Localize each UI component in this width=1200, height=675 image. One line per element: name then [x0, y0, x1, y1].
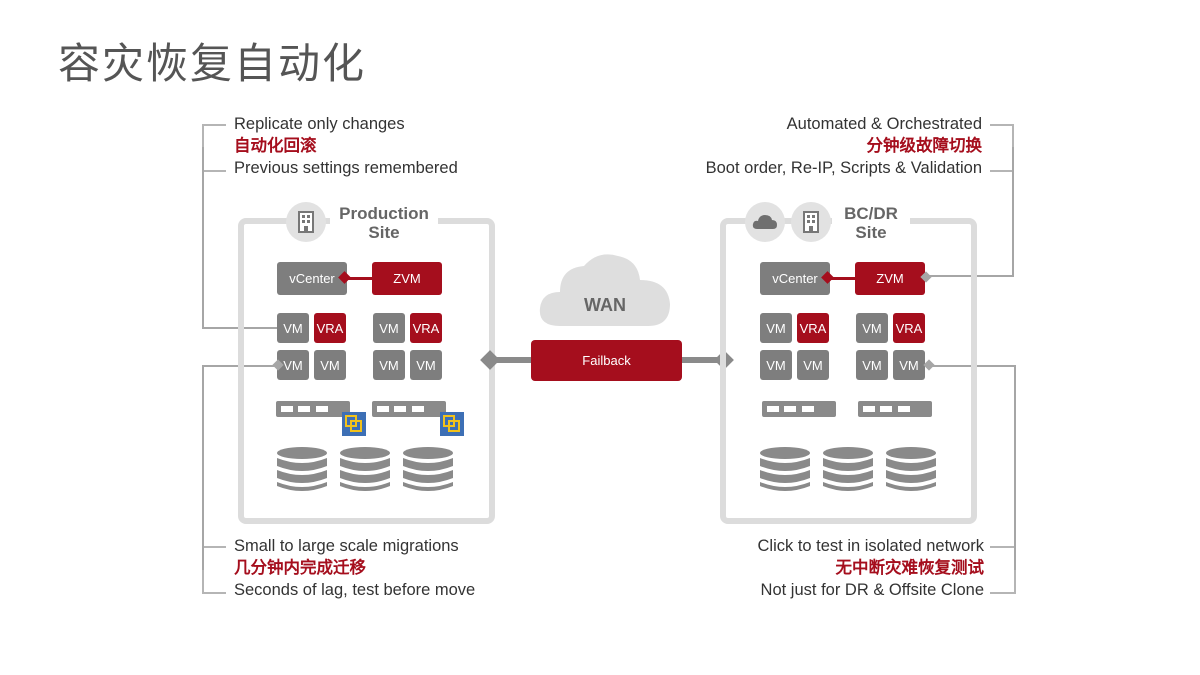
building-icon [286, 202, 326, 242]
callout-highlight: 分钟级故障切换 [866, 137, 983, 155]
building-icon [791, 202, 831, 242]
server-icon [762, 401, 836, 417]
callout-text: Replicate only changes [234, 115, 405, 133]
cloud-icon [539, 254, 670, 326]
callout-highlight: 自动化回滚 [234, 137, 317, 155]
vra-chip[interactable]: VRA [410, 313, 442, 343]
vcenter-chip[interactable]: vCenter [760, 262, 830, 295]
database-icon [277, 447, 327, 491]
callout-text: Click to test in isolated network [757, 537, 984, 555]
vmware-icon [440, 412, 464, 436]
vmware-icon [342, 412, 366, 436]
callout-highlight: 无中断灾难恢复测试 [835, 559, 985, 577]
callout-text: Automated & Orchestrated [786, 115, 982, 133]
vm-chip[interactable]: VM [856, 350, 888, 380]
site-label-line: Site [855, 223, 887, 242]
dr-site-label: BC/DR Site [832, 204, 910, 242]
callout-text: Seconds of lag, test before move [234, 581, 476, 599]
vm-chip[interactable]: VM [797, 350, 829, 380]
vm-chip[interactable]: VM [314, 350, 346, 380]
server-icon [276, 401, 350, 417]
vra-chip[interactable]: VRA [314, 313, 346, 343]
callout-text: Boot order, Re-IP, Scripts & Validation [705, 159, 982, 177]
production-site-label: Production Site [330, 204, 438, 242]
vm-chip[interactable]: VM [856, 313, 888, 343]
site-label-line: BC/DR [844, 204, 898, 223]
database-icon [760, 447, 810, 491]
zvm-chip[interactable]: ZVM [855, 262, 925, 295]
vm-chip[interactable]: VM [277, 313, 309, 343]
database-icon [340, 447, 390, 491]
wan-label: WAN [584, 295, 626, 315]
vm-chip[interactable]: VM [410, 350, 442, 380]
vra-chip[interactable]: VRA [797, 313, 829, 343]
callout-bracket-bottom-left [202, 546, 226, 594]
connector-line-top-right [926, 147, 1014, 277]
database-icon [403, 447, 453, 491]
wan-line-right [680, 357, 722, 363]
wan-line-left [494, 357, 534, 363]
vm-chip[interactable]: VM [373, 313, 405, 343]
failback-button[interactable]: Failback [531, 340, 682, 381]
link-line [347, 277, 373, 280]
vm-chip[interactable]: VM [893, 350, 925, 380]
server-icon [372, 401, 446, 417]
link-line [830, 277, 856, 280]
vcenter-chip[interactable]: vCenter [277, 262, 347, 295]
server-icon [858, 401, 932, 417]
callout-top-left: Replicate only changes 自动化回滚 Previous se… [234, 113, 458, 179]
callout-bottom-right: Click to test in isolated network 无中断灾难恢… [757, 535, 984, 601]
zvm-chip[interactable]: ZVM [372, 262, 442, 295]
cloud-icon [745, 202, 785, 242]
callout-text: Previous settings remembered [234, 159, 458, 177]
database-icon [823, 447, 873, 491]
callout-text: Small to large scale migrations [234, 537, 459, 555]
page-title: 容灾恢复自动化 [58, 39, 367, 88]
vra-chip[interactable]: VRA [893, 313, 925, 343]
callout-highlight: 几分钟内完成迁移 [234, 559, 366, 577]
callout-bracket-bottom-right [990, 546, 1016, 594]
site-label-line: Site [368, 223, 400, 242]
vm-chip[interactable]: VM [373, 350, 405, 380]
vm-chip[interactable]: VM [760, 313, 792, 343]
callout-text: Not just for DR & Offsite Clone [760, 581, 984, 599]
site-label-line: Production [339, 204, 429, 223]
database-icon [886, 447, 936, 491]
callout-top-right: Automated & Orchestrated 分钟级故障切换 Boot or… [706, 113, 982, 179]
vm-chip[interactable]: VM [760, 350, 792, 380]
callout-bottom-left: Small to large scale migrations 几分钟内完成迁移… [234, 535, 475, 601]
